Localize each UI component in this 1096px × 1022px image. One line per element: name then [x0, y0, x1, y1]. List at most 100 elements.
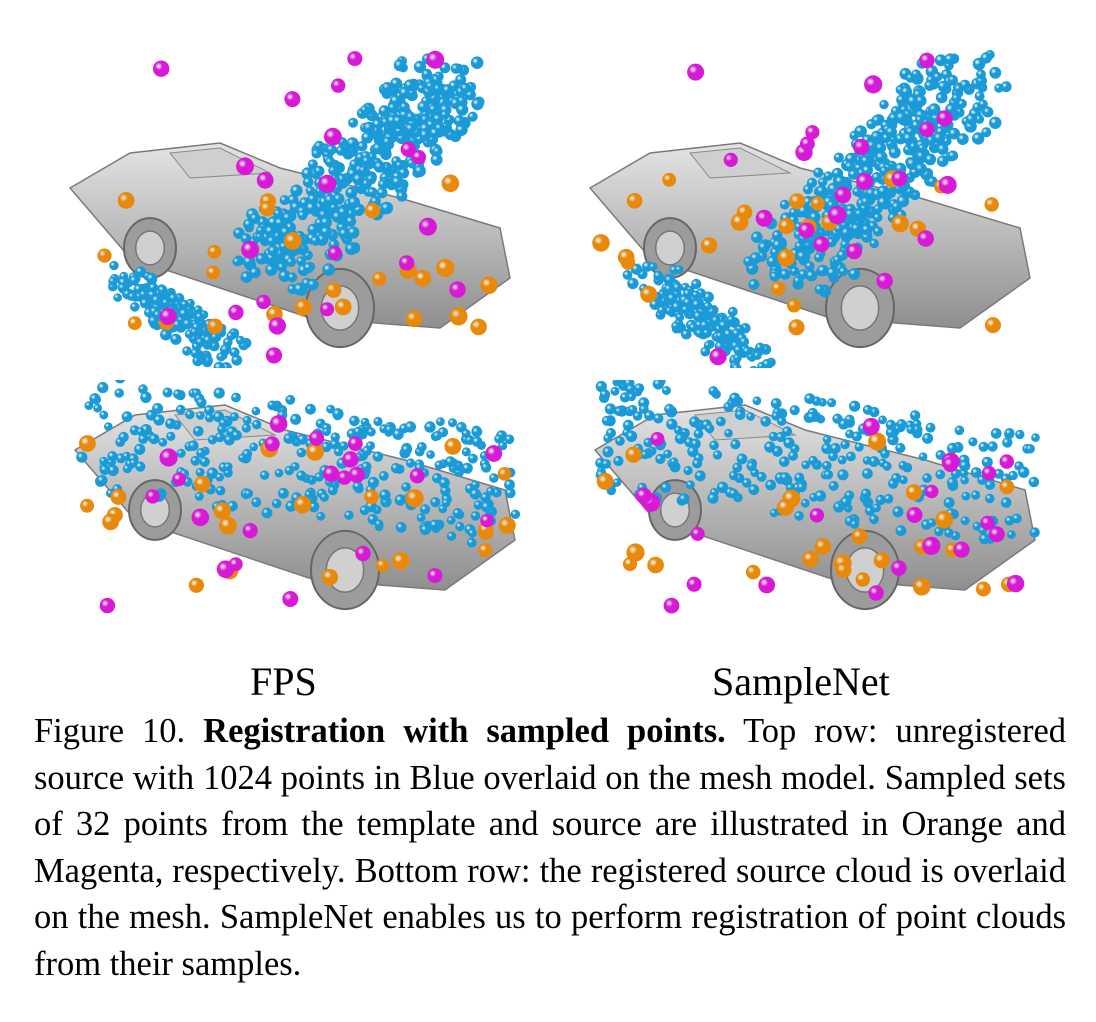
source-point — [206, 467, 219, 479]
source-point — [494, 434, 504, 444]
template-sample — [405, 310, 423, 328]
source-point — [489, 473, 499, 483]
source-point — [691, 278, 702, 290]
source-point — [830, 443, 841, 454]
source-point — [232, 256, 242, 267]
source-point — [89, 393, 101, 405]
source-point — [401, 482, 411, 492]
source-point — [875, 494, 886, 506]
template-sample — [110, 488, 127, 505]
source-point — [1007, 530, 1016, 539]
template-sample — [436, 258, 455, 278]
source-point — [161, 298, 171, 308]
template-sample — [814, 538, 832, 555]
source-point — [614, 380, 626, 386]
source-point — [796, 482, 807, 493]
source-point — [599, 389, 611, 400]
source-point — [818, 177, 828, 187]
source-point — [498, 441, 508, 451]
source-point — [814, 252, 824, 263]
source-point — [814, 284, 825, 295]
source-point — [779, 456, 790, 467]
source-point — [661, 386, 671, 395]
caption-title: Registration with sampled points. — [203, 712, 726, 750]
figure-caption: Figure 10. Registration with sampled poi… — [34, 708, 1066, 987]
source-point — [286, 257, 296, 267]
template-sample — [905, 484, 923, 501]
source-point — [990, 428, 1002, 439]
source-point — [416, 513, 426, 523]
source-point — [814, 490, 827, 502]
source-point — [438, 477, 450, 489]
source-point — [413, 60, 427, 73]
source-sample — [309, 430, 325, 446]
source-sample — [758, 576, 776, 594]
source-point — [900, 86, 913, 98]
source-point — [933, 132, 945, 144]
template-sample — [334, 298, 352, 316]
source-point — [777, 416, 787, 426]
source-point — [148, 315, 160, 327]
source-point — [789, 405, 800, 416]
template-sample — [207, 318, 223, 335]
source-sample — [981, 465, 997, 481]
source-point — [310, 235, 321, 246]
source-point — [873, 204, 883, 214]
source-point — [690, 438, 701, 450]
source-point — [728, 488, 739, 499]
source-point — [378, 471, 389, 481]
source-point — [627, 392, 636, 402]
source-point — [852, 186, 863, 197]
template-sample — [306, 443, 324, 461]
source-point — [727, 306, 738, 317]
source-point — [936, 92, 947, 103]
source-point — [918, 452, 928, 461]
source-sample — [268, 317, 286, 335]
source-sample — [256, 294, 271, 310]
source-point — [457, 95, 467, 106]
source-point — [360, 105, 370, 115]
source-sample — [348, 466, 365, 483]
source-point — [757, 361, 766, 368]
source-point — [768, 431, 779, 442]
source-point — [947, 150, 959, 162]
source-point — [736, 453, 748, 465]
source-point — [846, 451, 856, 462]
source-point — [956, 133, 969, 145]
source-point — [789, 207, 799, 218]
source-point — [779, 268, 791, 280]
source-point — [421, 68, 433, 80]
source-point — [632, 411, 643, 421]
source-sample — [953, 541, 970, 558]
source-point — [226, 331, 236, 341]
samplenet-registered-panel — [560, 380, 1080, 650]
source-point — [951, 93, 962, 104]
source-point — [279, 195, 290, 206]
source-point — [806, 177, 818, 188]
source-point — [741, 478, 752, 488]
source-point — [135, 461, 146, 472]
source-point — [373, 416, 383, 427]
source-point — [470, 56, 484, 69]
source-point — [282, 212, 294, 224]
source-point — [374, 519, 384, 529]
source-point — [602, 446, 614, 458]
source-point — [614, 406, 624, 416]
source-point — [316, 511, 326, 521]
source-point — [978, 99, 988, 110]
source-point — [703, 301, 713, 311]
source-point — [883, 494, 894, 504]
source-point — [976, 69, 986, 80]
source-point — [895, 525, 907, 537]
source-point — [943, 497, 955, 509]
source-point — [944, 528, 954, 538]
template-sample — [283, 232, 302, 250]
source-point — [384, 424, 395, 435]
source-point — [981, 456, 993, 468]
source-point — [215, 472, 225, 482]
source-point — [993, 468, 1004, 479]
source-sample — [1006, 574, 1025, 593]
source-point — [861, 223, 873, 236]
source-point — [627, 277, 639, 290]
source-point — [307, 159, 318, 170]
